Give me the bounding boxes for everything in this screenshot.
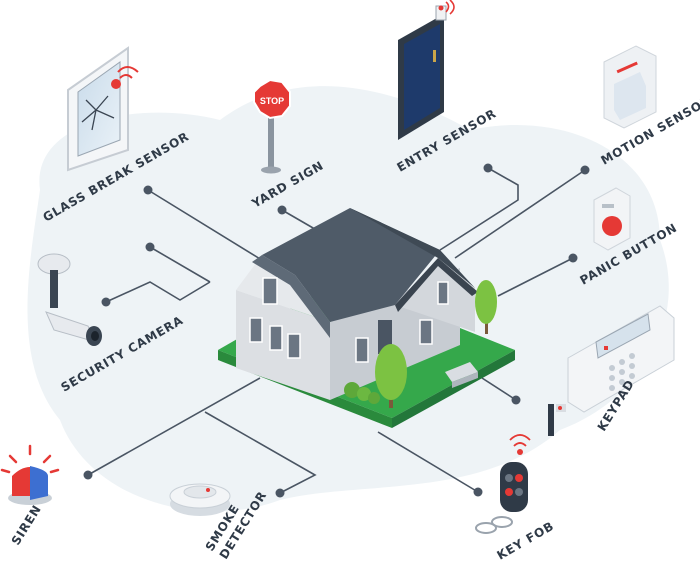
label-key-fob: KEY FOB [495, 519, 557, 563]
keypad-icon [548, 305, 675, 436]
house-icon [218, 208, 515, 428]
label-siren: SIREN [9, 502, 45, 547]
stop-sign-icon: STOP [253, 78, 291, 174]
siren-icon [0, 444, 60, 505]
connector-entry-sensor [439, 167, 519, 251]
motion-sensor-icon [603, 45, 657, 129]
connector-panic-button [497, 257, 574, 297]
connector-smoke [204, 411, 317, 494]
connector-camera-b [105, 281, 211, 303]
connector-camera-a [149, 246, 211, 283]
connector-siren [87, 377, 261, 476]
connector-motion-sensor [454, 169, 586, 259]
glass-window-icon [67, 46, 139, 172]
smoke-detector-icon [169, 483, 231, 516]
connector-keypad [481, 377, 517, 401]
connector-key-fob [377, 431, 479, 493]
connector-lines [87, 167, 586, 494]
security-camera-icon [37, 253, 102, 346]
door-icon [398, 0, 455, 140]
panic-button-icon [593, 187, 631, 251]
key-fob-icon [475, 434, 531, 534]
stop-sign-text: STOP [260, 96, 284, 106]
connector-glass-break [147, 189, 266, 263]
connector-dots [83, 163, 590, 498]
